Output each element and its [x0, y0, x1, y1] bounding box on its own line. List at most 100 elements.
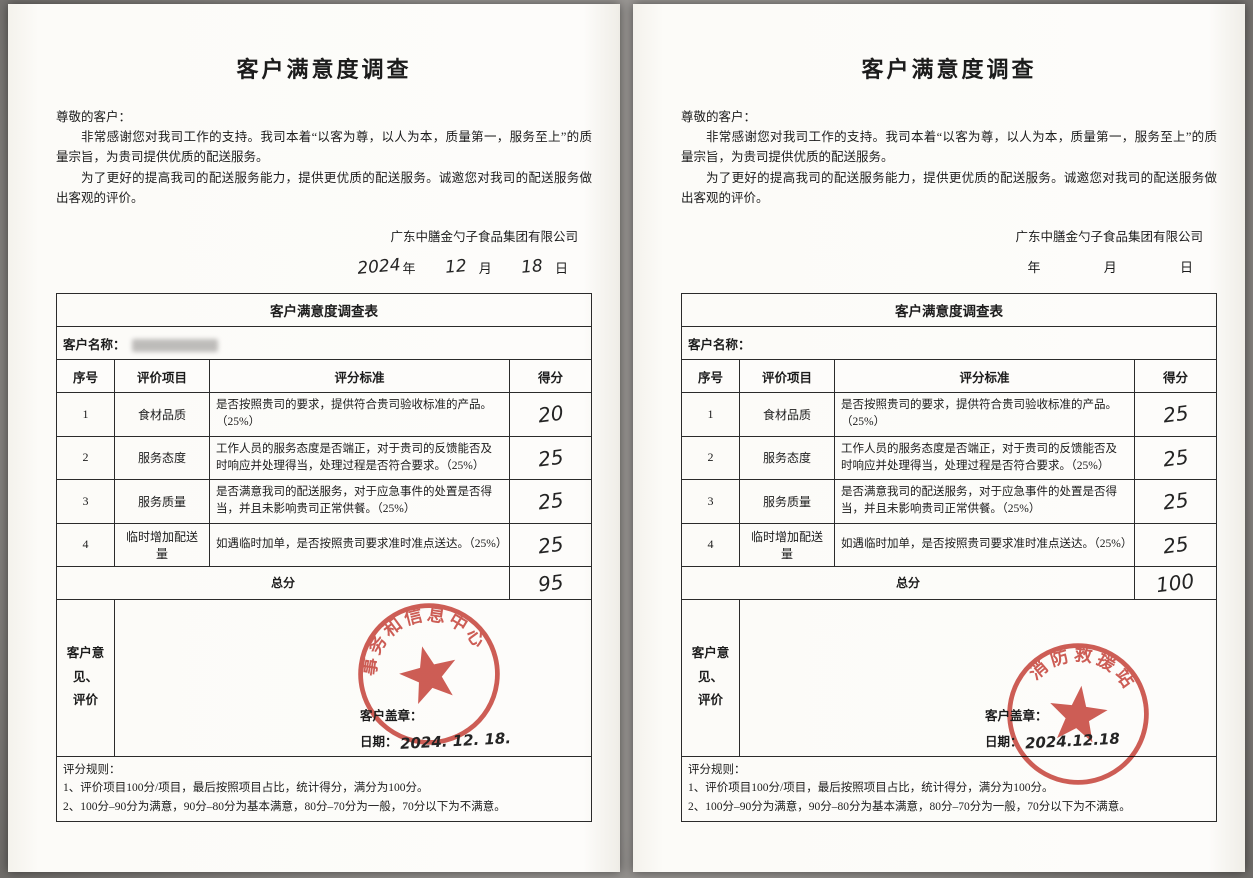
column-header-criteria: 评分标准 — [209, 359, 510, 393]
row-no: 3 — [681, 479, 740, 524]
table-row: 4 临时增加配送量 如遇临时加单，是否按照贵司要求准时准点送达。（25%） 25 — [681, 522, 1217, 567]
row-no: 2 — [56, 435, 115, 480]
table-row: 3 服务质量 是否满意我司的配送服务，对于应急事件的处置是否得当，并且未影响贵司… — [681, 479, 1217, 524]
rule-item: 1、评价项目100分/项目，最后按照项目占比，统计得分，满分为100分。 — [688, 782, 1054, 795]
opinion-row: 客户意见、 评价 消防救援站 客户盖章： — [681, 598, 1217, 785]
date-label: 日期： — [360, 734, 398, 749]
customer-name-label: 客户名称： — [63, 337, 126, 352]
opinion-label-line1: 客户意见、 — [66, 645, 105, 684]
handwritten-day: 18 — [520, 256, 544, 278]
svg-text:事务和信息中心: 事务和信息中心 — [345, 589, 493, 681]
opinion-row: 客户意见、 评价 事务和信息中心 客户盖章： — [56, 589, 592, 757]
star-icon — [399, 645, 456, 704]
table-row: 1 食材品质 是否按照贵司的要求，提供符合贵司验收标准的产品。（25%） 25 — [681, 392, 1217, 437]
rules-row: 评分规则： 1、评价项目100分/项目，最后按照项目占比，统计得分，满分为100… — [56, 755, 592, 823]
rules-cell: 评分规则： 1、评价项目100分/项目，最后按照项目占比，统计得分，满分为100… — [681, 755, 1217, 823]
invite-paragraph: 为了更好的提高我司的配送服务能力，提供更优质的配送服务。诚邀您对我司的配送服务做… — [681, 170, 1217, 205]
opinion-label-line1: 客户意见、 — [691, 645, 730, 684]
customer-name-row: 客户名称： — [681, 326, 1217, 360]
handwritten-total-score: 95 — [536, 569, 565, 596]
sign-date-line: 日期：2024. 12. 18. — [360, 729, 511, 753]
row-no: 2 — [681, 435, 740, 480]
stamp-arc-text: 事务和信息中心 — [345, 589, 493, 681]
total-row: 总分 100 — [681, 565, 1217, 600]
table-row: 2 服务态度 工作人员的服务态度是否端正，对于贵司的反馈能否及时响应并处理得当，… — [681, 435, 1217, 480]
month-label: 月 — [478, 261, 492, 276]
handwritten-score: 25 — [1161, 531, 1190, 558]
row-no: 4 — [56, 522, 115, 567]
opinion-label: 客户意见、 评价 — [56, 598, 115, 757]
table-row: 1 食材品质 是否按照贵司的要求，提供符合贵司验收标准的产品。（25%） 20 — [56, 392, 592, 437]
company-name: 广东中膳金勺子食品集团有限公司 — [390, 230, 578, 244]
column-header-score: 得分 — [509, 359, 592, 393]
customer-name-blur — [131, 339, 218, 353]
stamp-arc-text: 消防救援站 — [1023, 637, 1145, 696]
form-title: 客户满意度调查表 — [56, 293, 592, 327]
sign-date-line: 日期：2024.12.18 — [985, 729, 1120, 752]
handwritten-year — [982, 274, 1028, 278]
month-label: 月 — [1103, 260, 1117, 275]
row-no: 3 — [56, 479, 115, 524]
row-item: 食材品质 — [114, 392, 210, 437]
opinion-cell: 消防救援站 客户盖章： 日期：2024.12.18 — [739, 598, 1217, 785]
date-line: 年 月 日 — [681, 257, 1217, 287]
rule-item: 1、评价项目100分/项目，最后按照项目占比，统计得分，满分为100分。 — [63, 782, 429, 795]
opinion-label-line2: 评价 — [72, 693, 98, 708]
handwritten-score: 25 — [1161, 444, 1190, 472]
stamp-label: 客户盖章： — [360, 708, 423, 723]
year-label: 年 — [1027, 260, 1041, 275]
handwritten-score: 25 — [536, 487, 565, 515]
row-item: 临时增加配送量 — [739, 522, 835, 567]
intro-paragraph: 非常感谢您对我司工作的支持。我司本着“以客为尊，以人为本，质量第一，服务至上”的… — [681, 130, 1217, 165]
row-no: 1 — [681, 392, 740, 437]
page-content: 客户满意度调查 尊敬的客户： 非常感谢您对我司工作的支持。我司本着“以客为尊，以… — [8, 4, 620, 823]
rules-title: 评分规则： — [688, 763, 746, 776]
invite-paragraph: 为了更好的提高我司的配送服务能力，提供更优质的配送服务。诚邀您对我司的配送服务做… — [56, 170, 592, 205]
scanned-page-right: 客户满意度调查 尊敬的客户： 非常感谢您对我司工作的支持。我司本着“以客为尊，以… — [633, 4, 1245, 872]
company-name: 广东中膳金勺子食品集团有限公司 — [1015, 230, 1203, 244]
handwritten-month: 12 — [444, 256, 468, 278]
rules-title: 评分规则： — [63, 763, 121, 776]
column-header-score: 得分 — [1134, 359, 1217, 393]
handwritten-score: 25 — [1161, 487, 1190, 515]
handwritten-score: 25 — [1161, 400, 1190, 428]
row-criteria: 如遇临时加单，是否按照贵司要求准时准点送达。（25%） — [834, 522, 1135, 567]
row-item: 临时增加配送量 — [114, 522, 210, 567]
date-line: 2024年 12 月 18 日 — [56, 255, 592, 287]
column-header-item: 评价项目 — [114, 359, 210, 393]
svg-text:消防救援站: 消防救援站 — [1023, 637, 1145, 696]
row-criteria: 是否满意我司的配送服务，对于应急事件的处置是否得当，并且未影响贵司正常供餐。（2… — [209, 479, 510, 524]
rules-cell: 评分规则： 1、评价项目100分/项目，最后按照项目占比，统计得分，满分为100… — [56, 755, 592, 823]
row-no: 1 — [56, 392, 115, 437]
day-label: 日 — [554, 261, 568, 276]
satisfaction-form-table: 客户满意度调查表 客户名称： 序号 评价项目 评分标准 得分 1 食材品质 是否… — [56, 293, 592, 823]
row-criteria: 如遇临时加单，是否按照贵司要求准时准点送达。（25%） — [209, 522, 510, 567]
year-label: 年 — [402, 261, 416, 276]
handwritten-sign-date: 2024.12.18 — [1024, 729, 1120, 752]
opinion-cell: 事务和信息中心 客户盖章： 日期：2024. 12. 18. — [114, 589, 592, 757]
column-header-criteria: 评分标准 — [834, 359, 1135, 393]
customer-name-label: 客户名称： — [688, 337, 751, 352]
column-header-no: 序号 — [681, 359, 740, 393]
day-label: 日 — [1179, 260, 1193, 275]
row-item: 服务态度 — [739, 435, 835, 480]
document-title: 客户满意度调查 — [236, 57, 412, 82]
handwritten-year: 2024 — [357, 255, 402, 279]
handwritten-score: 25 — [536, 444, 565, 472]
salutation: 尊敬的客户： — [681, 110, 757, 124]
handwritten-day — [1134, 274, 1180, 278]
handwritten-total-score: 100 — [1155, 568, 1196, 597]
rule-item: 2、100分–90分为满意，90分–80分为基本满意，80分–70分为一般，70… — [63, 801, 506, 814]
handwritten-month — [1058, 274, 1104, 278]
row-criteria: 是否满意我司的配送服务，对于应急事件的处置是否得当，并且未影响贵司正常供餐。（2… — [834, 479, 1135, 524]
satisfaction-form-table: 客户满意度调查表 客户名称： 序号 评价项目 评分标准 得分 1 食材品质 是否… — [681, 293, 1217, 823]
header-row: 序号 评价项目 评分标准 得分 — [681, 359, 1217, 393]
row-item: 服务质量 — [114, 479, 210, 524]
total-label: 总分 — [681, 565, 1135, 600]
handwritten-score: 25 — [536, 531, 565, 558]
column-header-no: 序号 — [56, 359, 115, 393]
intro-paragraph: 非常感谢您对我司工作的支持。我司本着“以客为尊，以人为本，质量第一，服务至上”的… — [56, 130, 592, 165]
date-label: 日期： — [985, 734, 1023, 749]
page-content: 客户满意度调查 尊敬的客户： 非常感谢您对我司工作的支持。我司本着“以客为尊，以… — [633, 4, 1245, 823]
opinion-label: 客户意见、 评价 — [681, 598, 740, 757]
